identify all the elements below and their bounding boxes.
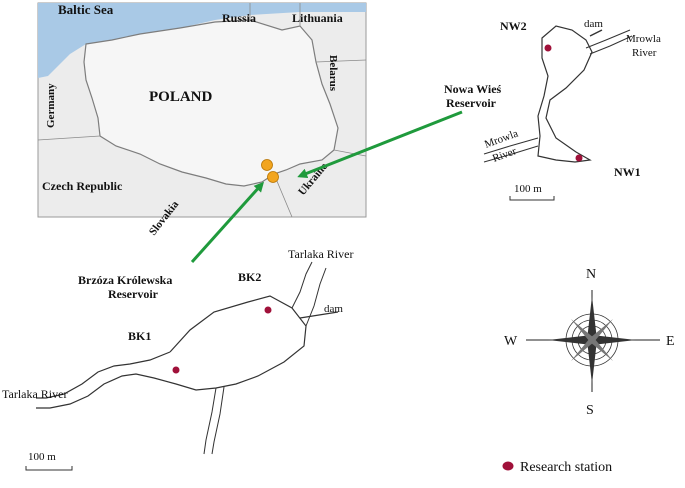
compass-rose: N S E W — [504, 267, 675, 418]
station-bk2 — [264, 306, 272, 314]
label-bk1: BK1 — [128, 329, 151, 343]
compass-west: W — [504, 334, 518, 349]
nowa-wies-reservoir-outline — [537, 25, 593, 163]
label-nw-river-top-1: Mrowla — [626, 33, 661, 45]
mrowla-river-top — [589, 35, 633, 55]
inset-map: Baltic Sea Russia Lithuania POLAND Belar… — [37, 2, 367, 238]
label-nw-river-top-2: River — [632, 47, 657, 59]
compass-needle-diag — [571, 319, 613, 361]
baltic-sea-area — [38, 3, 366, 78]
label-russia: Russia — [222, 11, 256, 25]
brzoza-dam — [299, 311, 339, 319]
label-bk-title-1: Brzóza Królewska — [78, 273, 172, 287]
nowa-wies-map: NW2 NW1 dam Mrowla River Mrowla River No… — [444, 18, 661, 201]
legend-label: Research station — [520, 460, 612, 475]
label-nw-dam: dam — [584, 18, 603, 30]
location-marker-brzoza — [267, 171, 279, 183]
label-bk-scale: 100 m — [28, 451, 56, 463]
tarlaka-river-top — [291, 261, 313, 309]
location-marker-nowa-wies — [261, 159, 273, 171]
label-lithuania: Lithuania — [292, 11, 343, 25]
compass-east: E — [666, 334, 675, 349]
compass-north: N — [586, 267, 596, 282]
station-nw1 — [575, 154, 583, 162]
label-czech-republic: Czech Republic — [42, 179, 123, 193]
legend-marker — [502, 461, 514, 471]
border-line — [333, 149, 367, 157]
mrowla-river-bottom — [483, 137, 539, 155]
mrowla-river-top — [585, 29, 631, 49]
border-line — [37, 135, 101, 141]
brzoza-reservoir-outline — [36, 295, 307, 409]
brzoza-map: BK1 BK2 dam Tarlaka River Tarlaka River … — [2, 247, 353, 471]
nw-scale-bar — [509, 196, 555, 201]
label-nw2: NW2 — [500, 19, 527, 33]
bk-scale-bar — [25, 466, 73, 471]
label-bk-dam: dam — [324, 303, 343, 315]
label-nw-river-bottom-2: River — [491, 145, 518, 165]
label-nw-title-1: Nowa Wieś — [444, 82, 502, 96]
nowa-wies-dam — [589, 29, 603, 37]
label-baltic-sea: Baltic Sea — [58, 2, 114, 17]
arrow-nowa-wies — [297, 110, 463, 179]
station-nw2 — [544, 44, 552, 52]
label-nw1: NW1 — [614, 165, 641, 179]
tributary-channel — [203, 387, 217, 455]
label-belarus: Belarus — [327, 55, 339, 92]
station-bk1 — [172, 366, 180, 374]
label-bk-river-left: Tarlaka River — [2, 387, 67, 401]
label-bk-title-2: Reservoir — [108, 287, 159, 301]
legend: Research station — [502, 460, 612, 475]
label-bk2: BK2 — [238, 270, 261, 284]
tarlaka-river-top — [305, 267, 327, 327]
border-line — [315, 59, 367, 63]
label-nw-title-2: Reservoir — [446, 96, 497, 110]
mrowla-river-bottom — [483, 145, 539, 163]
arrow-brzoza — [190, 181, 265, 264]
tarlaka-river-left — [36, 351, 171, 399]
label-poland: POLAND — [149, 89, 213, 105]
poland-shape — [83, 19, 339, 187]
tributary-channel — [211, 386, 225, 455]
label-bk-river-top: Tarlaka River — [288, 247, 353, 261]
label-germany: Germany — [45, 83, 57, 128]
compass-south: S — [586, 403, 594, 418]
label-nw-scale: 100 m — [514, 183, 542, 195]
